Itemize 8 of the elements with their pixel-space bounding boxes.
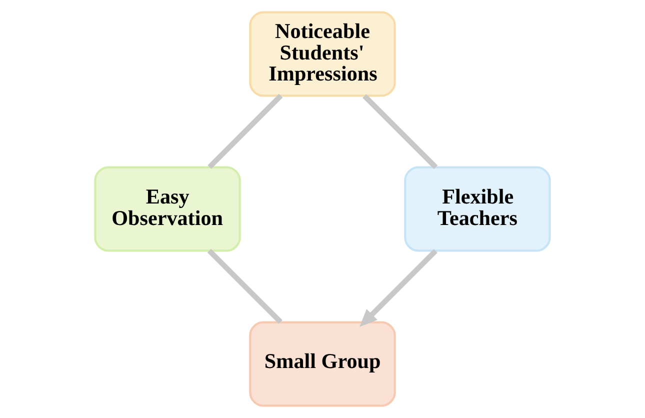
connector bbox=[362, 94, 438, 170]
connector bbox=[207, 248, 282, 324]
arrow bbox=[360, 249, 438, 327]
connector bbox=[208, 94, 283, 169]
node-box: Noticeable Students' Impressions bbox=[249, 11, 396, 97]
node-box: Easy Observation bbox=[94, 166, 241, 252]
node-box: Flexible Teachers bbox=[404, 166, 551, 252]
node-box: Small Group bbox=[249, 321, 396, 407]
